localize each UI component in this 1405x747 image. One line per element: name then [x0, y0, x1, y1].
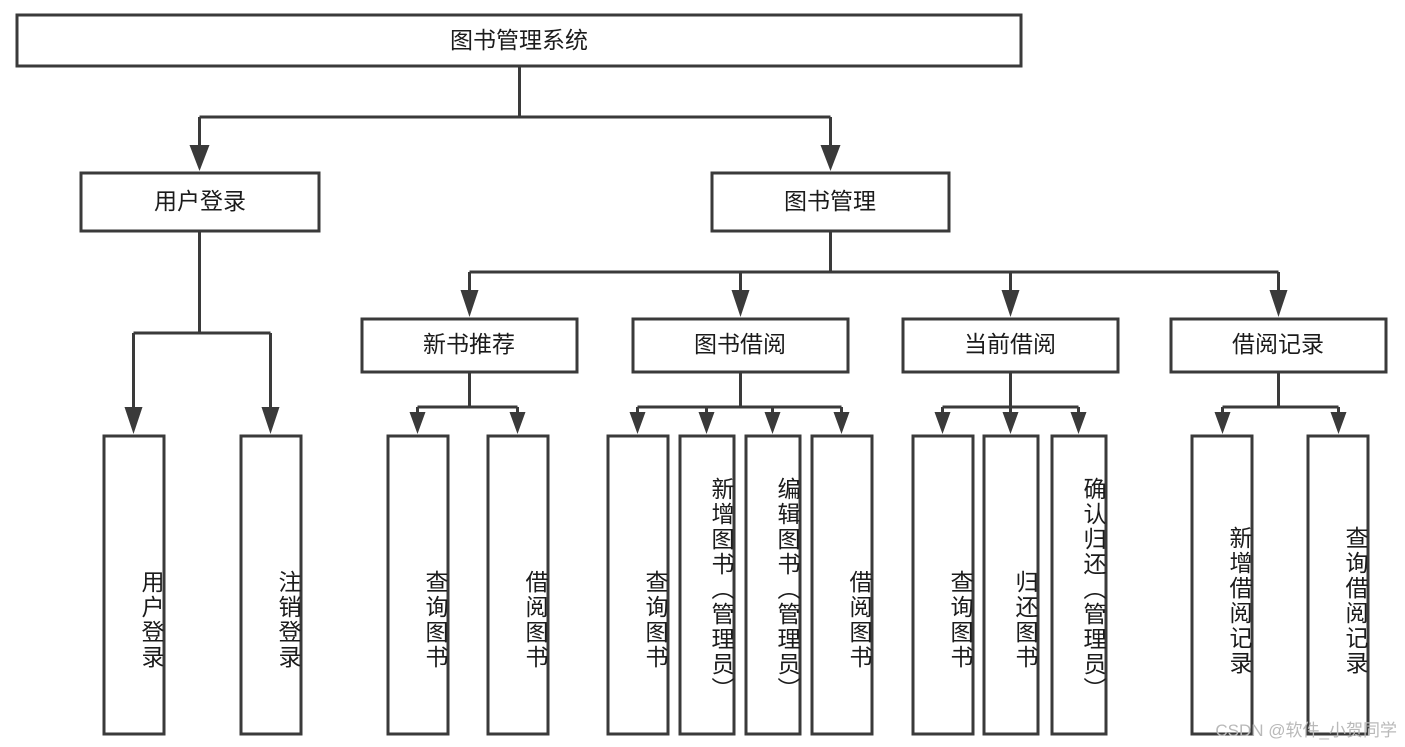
connector-group-user-login [124, 232, 280, 434]
node-book-manage-label: 图书管理 [784, 188, 876, 214]
arrowhead-book-manage [820, 145, 841, 171]
node-book-manage[interactable]: 图书管理 [710, 171, 951, 233]
node-leaf-logout-box[interactable] [239, 434, 303, 736]
arrowhead-book-borrow [731, 290, 750, 317]
arrowhead-return-book [1002, 412, 1019, 434]
node-user-login-label: 用户登录 [154, 188, 246, 214]
arrowhead-query-book-1 [409, 412, 426, 434]
arrowhead-borrow-book-2 [833, 412, 850, 434]
node-leaf-add-book-box[interactable] [678, 434, 736, 736]
node-leaf-user-login-box[interactable] [102, 434, 166, 736]
node-user-login[interactable]: 用户登录 [79, 171, 321, 233]
arrowhead-leaf-logout [261, 407, 280, 434]
node-leaf-borrow-book-1-box[interactable] [486, 434, 550, 736]
node-borrow-record-label: 借阅记录 [1232, 331, 1324, 357]
arrowhead-new-book-rec [460, 290, 479, 317]
arrowhead-add-record [1214, 412, 1231, 434]
node-leaf-query-book-3-box[interactable] [911, 434, 975, 736]
arrowhead-borrow-book-1 [509, 412, 526, 434]
node-leaf-query-book-2-box[interactable] [606, 434, 670, 736]
node-leaf-return-book-box[interactable] [982, 434, 1040, 736]
node-root-box[interactable] [15, 13, 1023, 68]
arrowhead-query-record [1330, 412, 1347, 434]
arrowhead-current-borrow [1001, 290, 1020, 317]
node-root-label: 图书管理系统 [450, 27, 588, 53]
arrowhead-leaf-user-login [124, 407, 143, 434]
node-user-login-box[interactable] [79, 171, 321, 233]
node-current-borrow[interactable]: 当前借阅 [901, 317, 1120, 374]
arrowhead-user-login [189, 145, 210, 171]
connector-group-current-borrow [934, 373, 1087, 434]
connector-group-borrow-record [1214, 373, 1347, 434]
node-new-book-rec-box[interactable] [360, 317, 579, 374]
node-leaf-query-book-1-box[interactable] [386, 434, 450, 736]
arrowhead-query-book-2 [629, 412, 646, 434]
connector-group-book-manage [460, 232, 1288, 317]
node-current-borrow-box[interactable] [901, 317, 1120, 374]
node-borrow-record-box[interactable] [1169, 317, 1388, 374]
arrowhead-edit-book [764, 412, 781, 434]
node-book-borrow-box[interactable] [631, 317, 850, 374]
node-borrow-record[interactable]: 借阅记录 [1169, 317, 1388, 374]
node-leaf-confirm-return-box[interactable] [1050, 434, 1108, 736]
node-leaf-edit-book-box[interactable] [744, 434, 802, 736]
connector-group-book-borrow [629, 373, 850, 434]
arrowhead-query-book-3 [934, 412, 951, 434]
node-book-borrow-label: 图书借阅 [694, 331, 786, 357]
connector-group-new-book-rec [409, 373, 526, 434]
node-new-book-rec-label: 新书推荐 [423, 331, 515, 357]
node-current-borrow-label: 当前借阅 [964, 331, 1056, 357]
node-book-borrow[interactable]: 图书借阅 [631, 317, 850, 374]
arrowhead-confirm-return [1070, 412, 1087, 434]
arrowhead-borrow-record [1269, 290, 1288, 317]
csdn-watermark: CSDN @软件_小贺同学 [1215, 721, 1397, 740]
node-root[interactable]: 图书管理系统 [15, 13, 1023, 68]
node-book-manage-box[interactable] [710, 171, 951, 233]
node-leaf-query-record-box[interactable] [1306, 434, 1370, 736]
node-leaf-borrow-book-2-box[interactable] [810, 434, 874, 736]
node-leaf-add-record-box[interactable] [1190, 434, 1254, 736]
arrowhead-add-book [698, 412, 715, 434]
connector-group-root [189, 66, 841, 171]
leaf-boxes [102, 434, 1370, 736]
node-new-book-rec[interactable]: 新书推荐 [360, 317, 579, 374]
